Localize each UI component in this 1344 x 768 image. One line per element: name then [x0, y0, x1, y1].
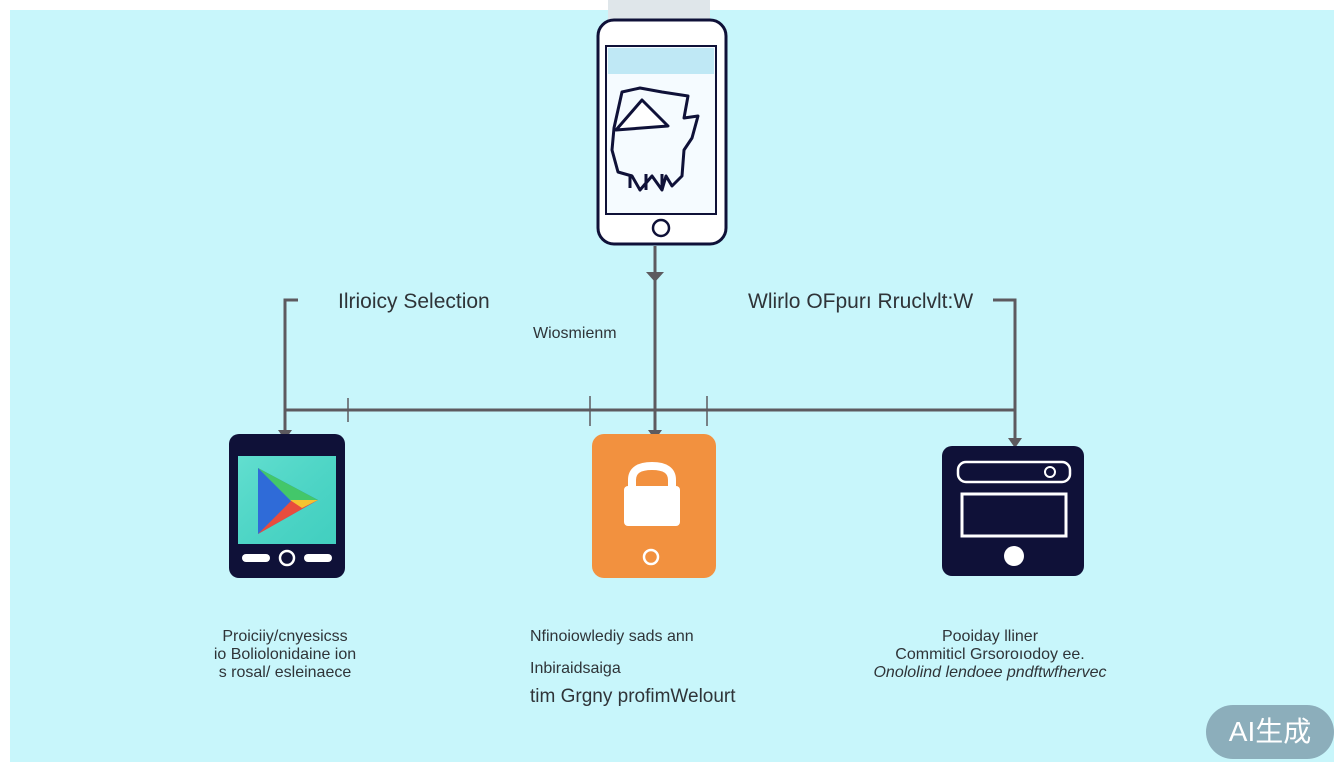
left-connector: [283, 298, 298, 432]
lock-icon: [592, 434, 716, 578]
center-caption-line-3: tim Grgny profimWelourt: [530, 686, 736, 707]
smartphone-play-store-icon: [229, 434, 345, 578]
right-caption-line-2: Commiticl Grsoroıodoy ee.: [895, 646, 1085, 663]
arrowhead-top-center: [646, 272, 664, 282]
left-caption-line-1: Proiciiy/cnyesicss: [222, 628, 348, 645]
center-caption-line-2: Inbiraidsaiga: [530, 660, 621, 677]
tablet-device-icon: [942, 446, 1084, 576]
center-caption-line-1: Nfinoiowlediy sads ann: [530, 628, 694, 645]
right-branch-title: Wlirlo OFpurı Rruclvlt:W: [748, 290, 974, 313]
connector-lines: [283, 246, 1017, 440]
right-caption: Pooiday lliner Commiticl Grsoroıodoy ee.…: [840, 628, 1140, 682]
center-branch-title: Wiosmienm: [533, 325, 617, 342]
left-caption: Proiciiy/cnyesicss io Boliolonidaine ion…: [190, 628, 380, 682]
smartphone-android-robot-icon: [596, 18, 728, 246]
right-connector: [993, 298, 1017, 440]
right-caption-line-3: Onololind lendoee pndftwfhervec: [873, 664, 1107, 681]
arrowhead-right: [1008, 438, 1022, 448]
right-caption-line-1: Pooiday lliner: [941, 628, 1039, 645]
left-branch-title: Ilrioicy Selection: [338, 290, 490, 313]
ai-generated-badge: AI生成: [1206, 705, 1334, 759]
top-gray-strip: [608, 0, 710, 22]
center-caption: Nfinoiowlediy sads ann Inbiraidsaiga tim…: [530, 628, 760, 706]
left-caption-line-2: io Boliolonidaine ion: [213, 646, 357, 663]
left-caption-line-3: s rosal/ esleinaece: [218, 664, 352, 681]
